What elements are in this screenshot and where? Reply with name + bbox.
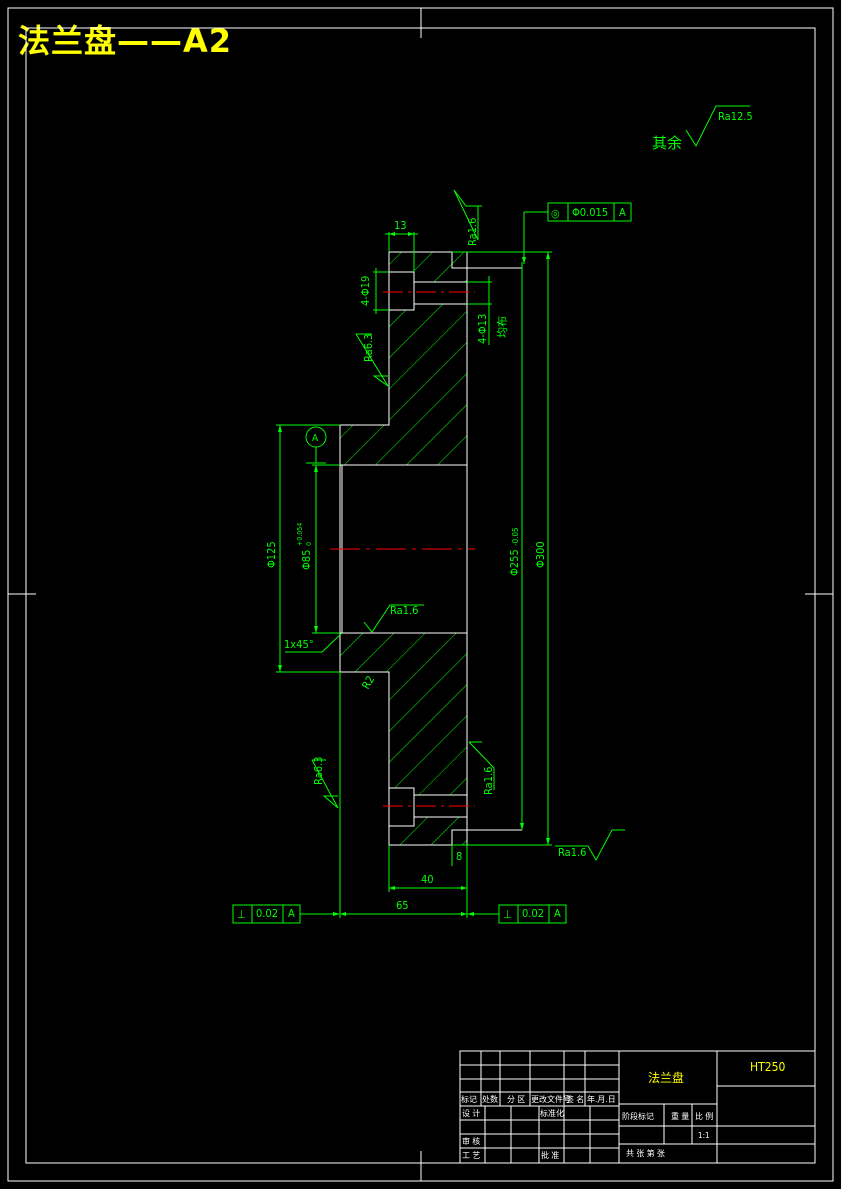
rough-left-lower: Ra6.3 — [312, 757, 325, 785]
dim-phi255-tol: -0.05 — [511, 527, 520, 546]
tb-scale: 比 例 — [695, 1111, 713, 1121]
flange-section — [330, 251, 522, 846]
roughness-text: Ra1.6 Ra6.3 Ra1.6 Ra6.3 Ra1.6 Ra1.6 其余 R… — [312, 110, 753, 859]
coaxiality-value: Φ0.015 — [572, 206, 608, 219]
dim-phi85-tol-lower: 0 — [305, 542, 313, 546]
dim-phi85-tol-upper: +0.054 — [296, 523, 304, 546]
perp-datum-left: A — [288, 907, 295, 920]
tb-header-zone: 分 区 — [507, 1095, 525, 1104]
dim-4-phi13: 4-Φ13 — [476, 314, 489, 344]
roughness-symbols — [311, 105, 750, 862]
dim-4-phi19: 4-Φ19 — [359, 276, 372, 306]
dim-phi300: Φ300 — [534, 541, 547, 568]
rough-top: Ra1.6 — [466, 218, 479, 246]
dim-8: 8 — [456, 850, 462, 863]
perp-datum-right: A — [554, 907, 561, 920]
tolerance-text: ◎ Φ0.015 A ⊥ 0.02 A ⊥ 0.02 A — [237, 206, 626, 921]
radius-note: R2 — [359, 674, 377, 692]
rough-right-lower: Ra1.6 — [482, 767, 495, 795]
sheet-frame — [7, 7, 834, 1182]
tb-row-approve: 批 准 — [541, 1150, 559, 1160]
dim-4-phi13-note: 均布 — [496, 316, 509, 338]
tb-header-mark: 标记 — [461, 1094, 477, 1104]
rough-bottom: Ra1.6 — [558, 846, 586, 859]
dim-phi85: Φ85 — [300, 550, 313, 570]
remaining-label: 其余 — [652, 134, 682, 152]
tb-row-process: 工 艺 — [462, 1151, 480, 1160]
tb-header-date: 年.月.日 — [587, 1094, 616, 1104]
dim-13: 13 — [394, 219, 407, 232]
tb-row-standard: 标准化 — [540, 1108, 564, 1118]
feature-control-frames — [232, 202, 632, 924]
tb-weight: 重 量 — [671, 1111, 689, 1121]
perp-value-right: 0.02 — [522, 907, 544, 920]
chamfer-note: 1x45° — [284, 638, 314, 651]
dim-40: 40 — [421, 873, 434, 886]
dimension-lines — [276, 211, 552, 918]
datum-label: A — [312, 433, 319, 444]
tb-sheets: 共 张 第 张 — [626, 1148, 665, 1158]
title-block: 标记 处数 分 区 更改文件号 签 名 年.月.日 设 计 标准化 审 核 工 … — [459, 1050, 816, 1164]
tb-header-sign: 签 名 — [566, 1094, 584, 1104]
rough-left-upper: Ra6.3 — [362, 334, 375, 362]
dim-phi255: Φ255 — [508, 549, 521, 576]
coaxiality-datum: A — [619, 206, 626, 219]
tb-header-doc: 更改文件号 — [531, 1094, 571, 1104]
perp-symbol-right: ⊥ — [503, 908, 512, 921]
dim-65: 65 — [396, 899, 409, 912]
rough-bore: Ra1.6 — [390, 604, 418, 617]
tb-header-count: 处数 — [482, 1094, 498, 1104]
coaxiality-symbol: ◎ — [551, 207, 560, 220]
arrowheads — [278, 232, 550, 916]
tb-row-design: 设 计 — [462, 1108, 480, 1118]
perp-symbol-left: ⊥ — [237, 908, 246, 921]
remaining-value: Ra12.5 — [718, 110, 753, 123]
dim-phi125: Φ125 — [265, 541, 278, 568]
tb-part-name: 法兰盘 — [648, 1070, 684, 1085]
tb-scale-value: 1:1 — [698, 1131, 710, 1140]
tb-stage-mark: 阶段标记 — [622, 1111, 654, 1121]
tb-material: HT250 — [750, 1060, 785, 1074]
perp-value-left: 0.02 — [256, 907, 278, 920]
dimension-text: 13 4-Φ19 4-Φ13 均布 Φ125 Φ85 +0.054 0 Φ255… — [265, 219, 547, 912]
tb-row-review: 审 核 — [462, 1136, 480, 1146]
